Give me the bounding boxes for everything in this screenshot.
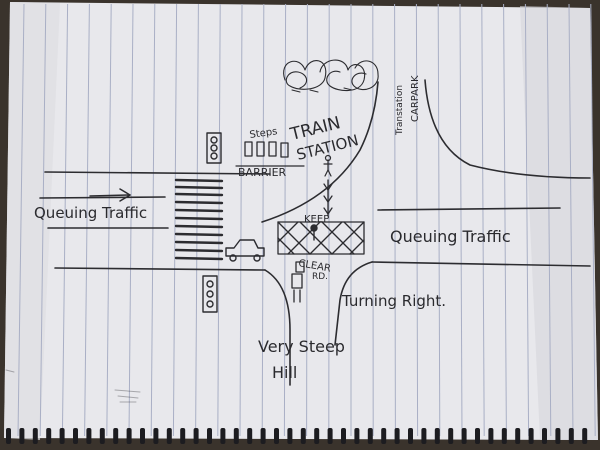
spiral-ring xyxy=(421,428,427,444)
ruled-line xyxy=(150,3,156,437)
ruled-line xyxy=(481,3,485,437)
spiral-ring xyxy=(488,428,494,444)
steps-label: Steps xyxy=(249,126,278,141)
ruled-line xyxy=(524,3,530,437)
ruled-line xyxy=(437,3,441,437)
spiral-ring xyxy=(341,428,346,444)
spiral-ring xyxy=(220,428,226,444)
spiral-ring xyxy=(394,428,400,444)
ruled-line xyxy=(306,3,308,437)
pedestrian-figure-station-icon xyxy=(323,154,333,177)
spiral-ring xyxy=(19,428,25,444)
spiral-ring xyxy=(528,428,534,444)
spiral-ring xyxy=(73,428,78,444)
spiral-ring xyxy=(113,428,119,444)
turning-right-label: Turning Right. xyxy=(341,292,446,310)
spiral-ring xyxy=(381,428,387,444)
ruled-line xyxy=(503,3,507,437)
spiral-ring xyxy=(140,428,145,444)
spiral-ring xyxy=(327,428,333,444)
barrier-label: BARRIER xyxy=(238,166,287,179)
spiral-ring xyxy=(461,428,467,444)
spiral-ring xyxy=(300,428,306,444)
queuing-traffic-right-label: Queuing Traffic xyxy=(390,227,511,246)
road-edges xyxy=(39,79,591,386)
ruled-line xyxy=(546,3,552,437)
ruled-line xyxy=(17,3,25,437)
pedestrian-figure-crossing-icon xyxy=(310,224,318,241)
ruled-line xyxy=(415,3,419,437)
spiral-ring xyxy=(247,428,253,444)
spiral-ring xyxy=(32,428,38,444)
spiral-ring xyxy=(86,428,92,444)
spiral-ring xyxy=(582,428,588,444)
ruled-line xyxy=(61,3,69,437)
spiral-ring xyxy=(354,428,360,444)
spiral-ring xyxy=(542,428,547,444)
spiral-binding xyxy=(6,428,588,444)
pedestrian-figure-hill-icon xyxy=(291,261,305,303)
ruled-line xyxy=(261,3,265,437)
spiral-ring xyxy=(207,428,212,444)
very-steep-label: Very Steep xyxy=(258,337,345,356)
ruled-line xyxy=(39,3,47,437)
spiral-ring xyxy=(166,428,172,444)
spiral-ring xyxy=(59,428,65,444)
ruled-line xyxy=(172,3,178,437)
arrow-right-icon xyxy=(89,188,131,202)
ruled-line xyxy=(459,3,463,437)
spiral-ring xyxy=(46,428,52,444)
keep-label: KEEP xyxy=(304,214,329,225)
ruled-line xyxy=(239,3,243,437)
spiral-ring xyxy=(126,428,132,444)
queuing-traffic-left-label: Queuing Traffic xyxy=(34,204,147,222)
traffic-light-top-icon xyxy=(206,132,222,164)
spiral-ring xyxy=(555,428,561,444)
spiral-ring xyxy=(475,428,480,444)
spiral-ring xyxy=(287,428,293,444)
scribble-marks xyxy=(5,369,141,403)
steps-icon xyxy=(244,141,289,158)
arrow-down-icon xyxy=(323,179,333,217)
car-icon xyxy=(225,239,265,262)
spiral-ring xyxy=(314,428,320,444)
traffic-light-bottom-icon xyxy=(202,275,218,313)
hill-label: Hill xyxy=(272,363,297,382)
spiral-ring xyxy=(193,428,199,444)
ruled-line xyxy=(394,3,396,437)
spiral-ring xyxy=(180,428,186,444)
spiral-ring xyxy=(274,428,279,444)
spiral-ring xyxy=(6,428,11,444)
spiral-ring xyxy=(501,428,507,444)
spiral-ring xyxy=(448,428,454,444)
tree-scribble-icon xyxy=(283,59,379,93)
spiral-ring xyxy=(260,428,266,444)
spiral-ring xyxy=(434,428,440,444)
ruled-line xyxy=(106,3,112,437)
ruled-line xyxy=(283,3,287,437)
spiral-ring xyxy=(408,428,413,444)
spiral-ring xyxy=(367,428,373,444)
transtation-carpark-label-line1: Transtation xyxy=(395,85,405,136)
ruled-line xyxy=(590,3,596,437)
spiral-ring xyxy=(99,428,105,444)
ruled-line xyxy=(84,3,90,437)
spiral-ring xyxy=(153,428,159,444)
ruled-line xyxy=(195,3,199,437)
pedestrian-crossing-icon xyxy=(174,178,224,261)
spiral-ring xyxy=(515,428,521,444)
ruled-lines xyxy=(17,3,596,437)
spiral-ring xyxy=(233,428,239,444)
ruled-line xyxy=(568,3,574,437)
rd-label: RD. xyxy=(312,272,328,282)
transtation-carpark-label-line2: CARPARK xyxy=(410,75,421,122)
ruled-line xyxy=(128,3,134,437)
spiral-ring xyxy=(568,428,574,444)
